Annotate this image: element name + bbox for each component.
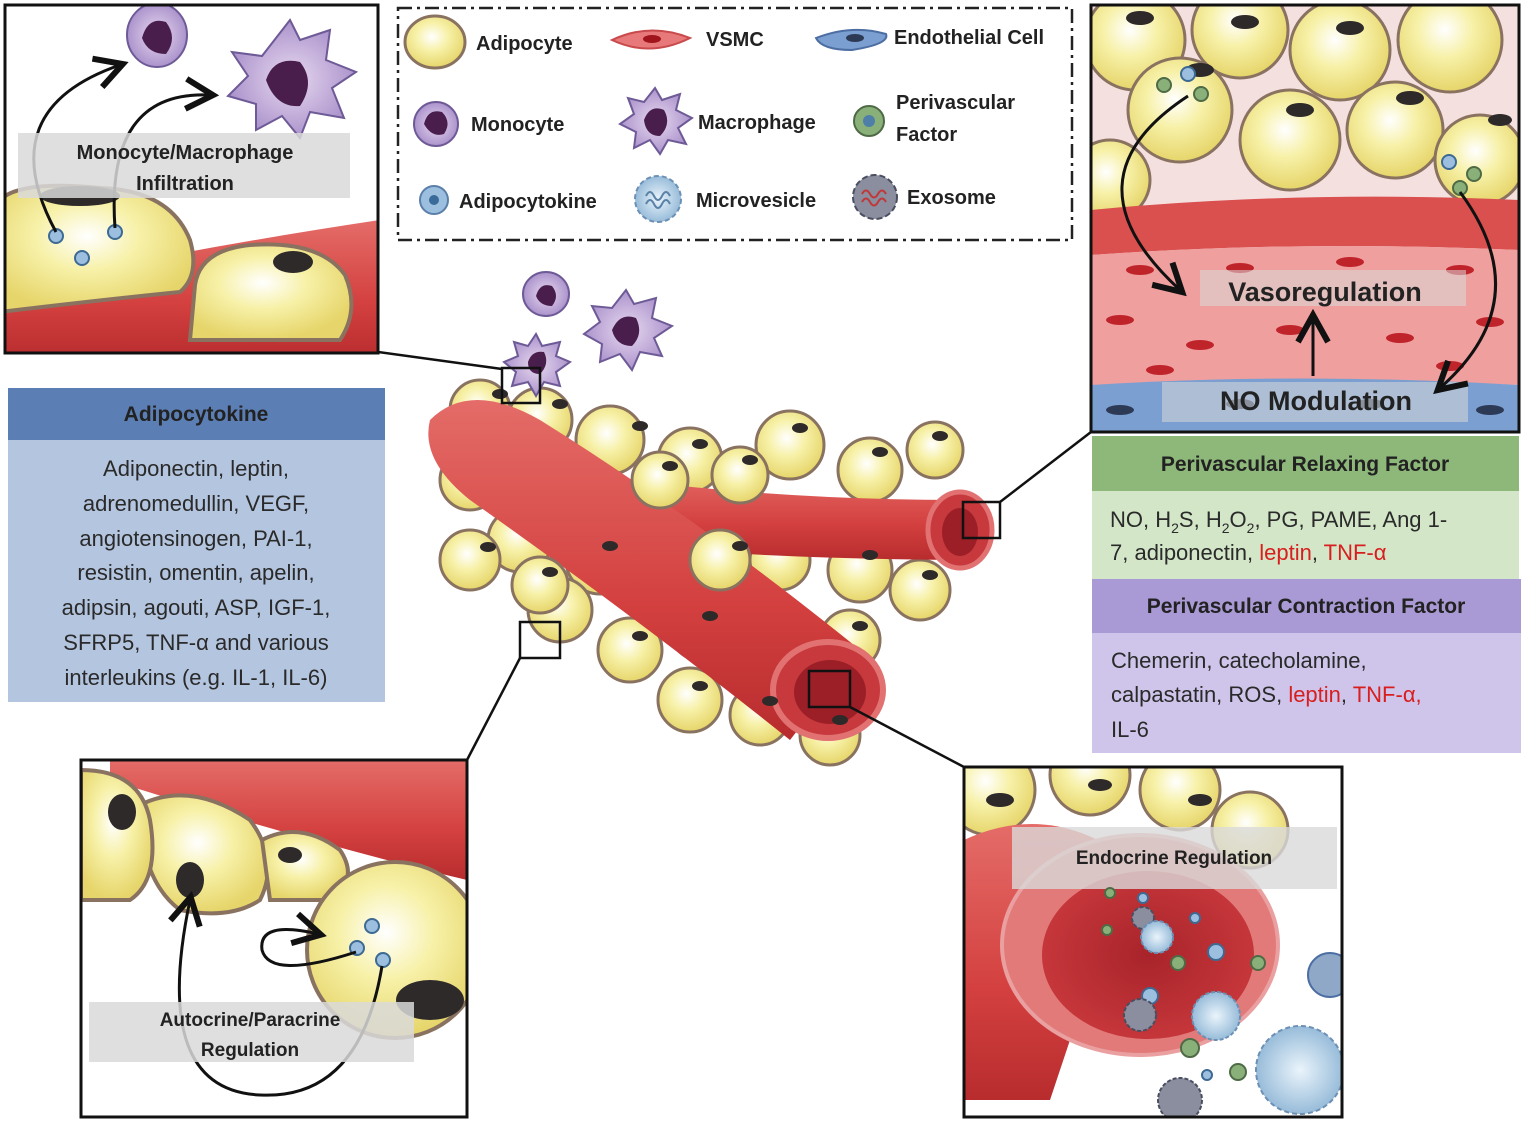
monocyte-icon [522,271,570,317]
central-vessel [377,271,1092,769]
legend-frame [396,6,1074,242]
inset-endocrine: Endocrine Regulation [962,765,1344,1119]
adipocyte-layer [1091,5,1519,222]
adipocytokine-line: adipsin, agouti, ASP, IGF-1, [62,595,331,620]
monocyte-icon [126,5,188,68]
endocrine-label: Endocrine Regulation [1076,848,1272,869]
legend-microvesicle-icon [634,175,682,223]
autocrine-label-2: Regulation [201,1040,299,1061]
autocrine-label-1: Autocrine/Paracrine [160,1010,341,1031]
adipocytokine-line: adrenomedullin, VEGF, [83,491,309,516]
infiltration-label-2: Infiltration [136,173,234,195]
legend-adipocytokine-label: Adipocytokine [459,191,597,213]
adipocytokine-box: Adipocytokine Adiponectin, leptin, adren… [8,388,385,702]
legend: Adipocyte VSMC Endothelial Cell Monocyte… [396,6,1074,242]
legend-microvesicle-label: Microvesicle [696,190,816,212]
adipocytokine-line: Adiponectin, leptin, [103,456,289,481]
adipocytokine-line: interleukins (e.g. IL-1, IL-6) [65,665,328,690]
contraction-factor-title: Perivascular Contraction Factor [1147,595,1466,618]
macrophage-icon [226,18,359,140]
legend-adipocyte-label: Adipocyte [476,33,573,55]
legend-exosome-label: Exosome [907,187,996,209]
inset-autocrine: Autocrine/Paracrine Regulation [79,758,469,1119]
legend-adipocyte-icon [403,14,467,70]
legend-endothelial-icon [814,28,888,52]
contraction-factor-line-1: Chemerin, catecholamine, [1111,648,1367,673]
legend-endothelial-label: Endothelial Cell [894,27,1044,49]
legend-macrophage-label: Macrophage [698,112,816,134]
macrophage-icon [502,332,573,399]
macrophage-icon [582,288,675,372]
contraction-factor-line-2: calpastatin, ROS, leptin, TNF-α, [1111,682,1422,707]
legend-exosome-icon [852,174,898,220]
contraction-factor-box: Perivascular Contraction Factor Chemerin… [1092,579,1521,753]
legend-monocyte-label: Monocyte [471,114,564,136]
relaxing-factor-line-2: 7, adiponectin, leptin, TNF-α [1110,540,1387,565]
factors-in-lumen [1101,887,1342,1117]
adipocytokine-line: angiotensinogen, PAI-1, [79,526,312,551]
legend-adipocytokine-icon [419,185,449,215]
adipocytokine-line: SFRP5, TNF-α and various [63,630,328,655]
relaxing-factor-line-1: NO, H2S, H2O2, PG, PAME, Ang 1- [1110,507,1447,536]
infiltration-label-1: Monocyte/Macrophage [77,142,294,164]
inset-vasoregulation: Vasoregulation NO Modulation [1089,3,1521,434]
legend-perivascular-label-1: Perivascular [896,92,1015,114]
vasoregulation-label: Vasoregulation [1228,277,1422,307]
legend-vsmc-label: VSMC [706,29,764,51]
legend-perivascular-factor-icon [853,105,885,137]
adipocytokine-line: resistin, omentin, apelin, [77,560,314,585]
relaxing-factor-title: Perivascular Relaxing Factor [1161,453,1449,476]
contraction-factor-line-3: IL-6 [1111,717,1149,742]
adipocytokine-box-title: Adipocytokine [124,403,269,426]
legend-monocyte-icon [413,101,459,147]
legend-vsmc-icon [609,29,693,50]
no-modulation-label: NO Modulation [1220,386,1412,416]
inset-infiltration: Monocyte/Macrophage Infiltration [3,3,380,355]
relaxing-factor-box: Perivascular Relaxing Factor NO, H2S, H2… [1092,436,1519,579]
legend-perivascular-label-2: Factor [896,124,957,146]
legend-macrophage-icon [618,86,694,156]
